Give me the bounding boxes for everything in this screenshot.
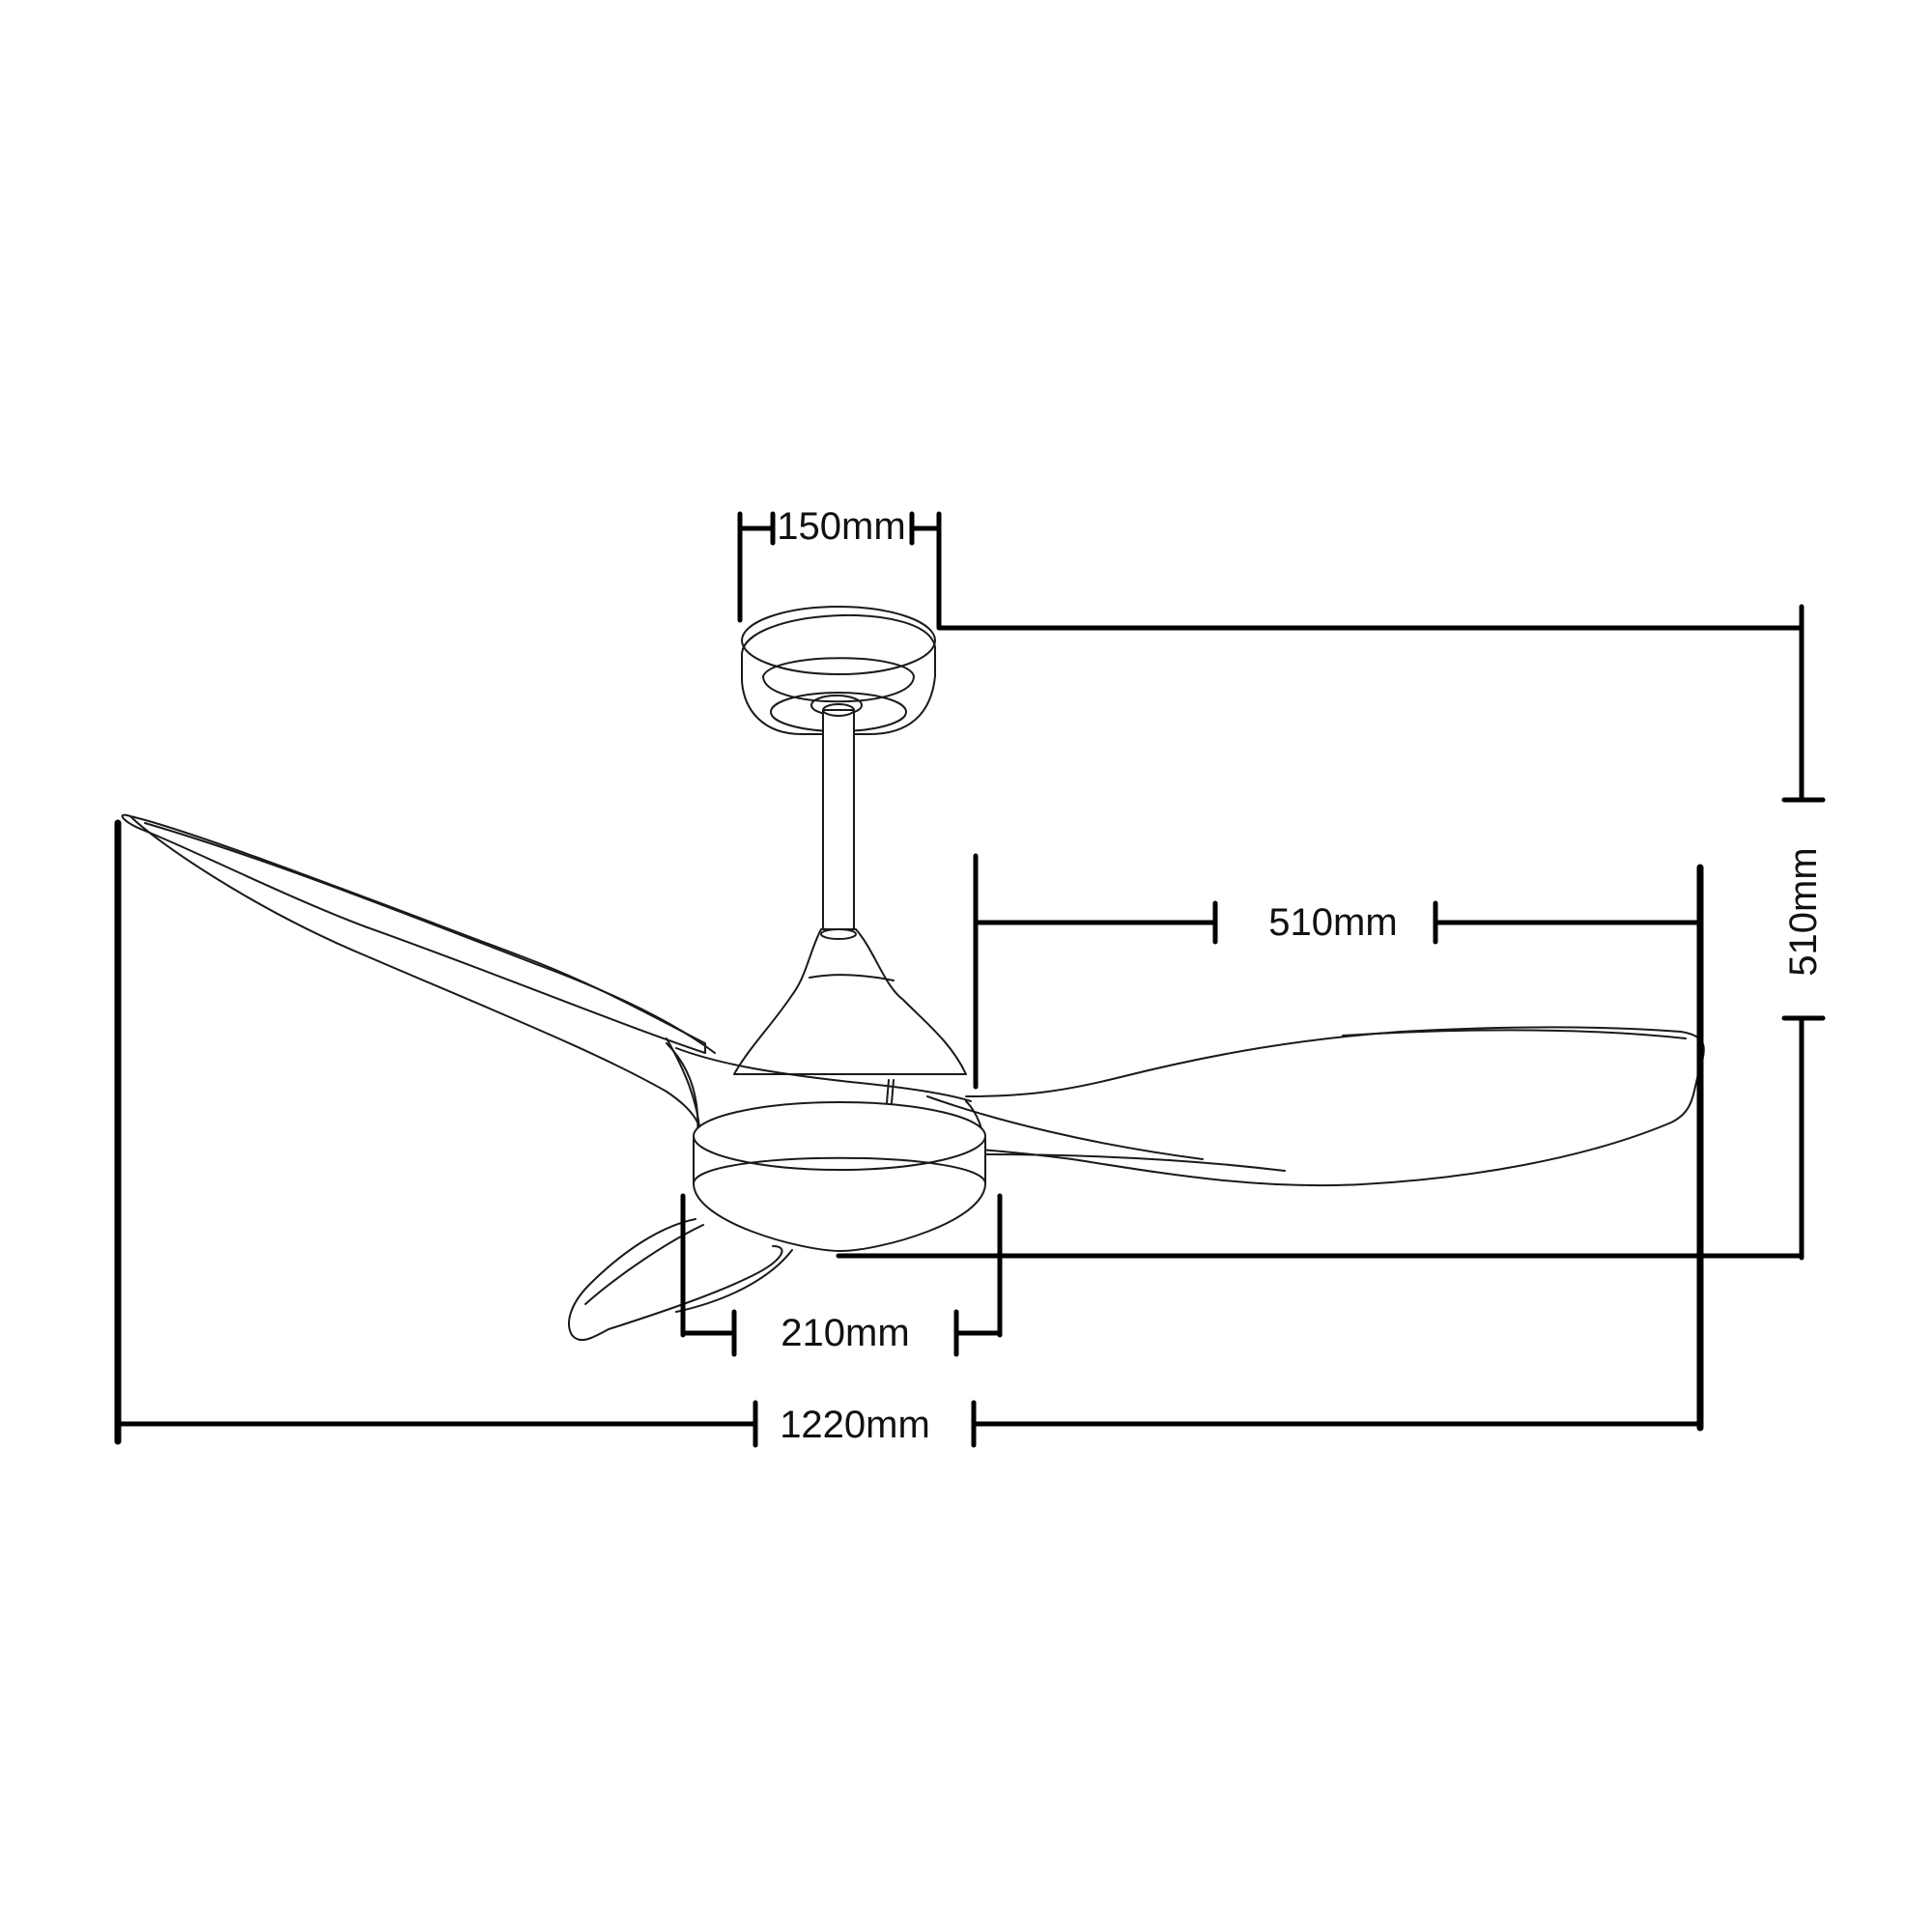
dimension-overall-span: 1220mm [114,819,1703,1448]
dimension-motor-width: 210mm [680,1193,1003,1357]
dimension-annotations: 150mm 510mm 510mm [114,505,1826,1448]
right-blade [926,1026,1705,1187]
front-blade [568,1218,793,1342]
drop-height-label: 510mm [1782,847,1825,976]
ceiling-fan-drawing [121,606,1705,1342]
light-kit [693,1101,986,1252]
dimension-blade-length: 510mm [973,853,1704,1432]
dimension-canopy-width: 150mm [737,505,942,629]
left-blade [121,813,716,1136]
downrod [822,703,855,933]
motor-housing [733,928,967,1075]
overall-span-label: 1220mm [780,1404,930,1446]
canopy-width-label: 150mm [777,505,905,548]
blade-length-label: 510mm [1268,901,1397,944]
ceiling-canopy [741,606,936,735]
motor-width-label: 210mm [781,1312,909,1354]
